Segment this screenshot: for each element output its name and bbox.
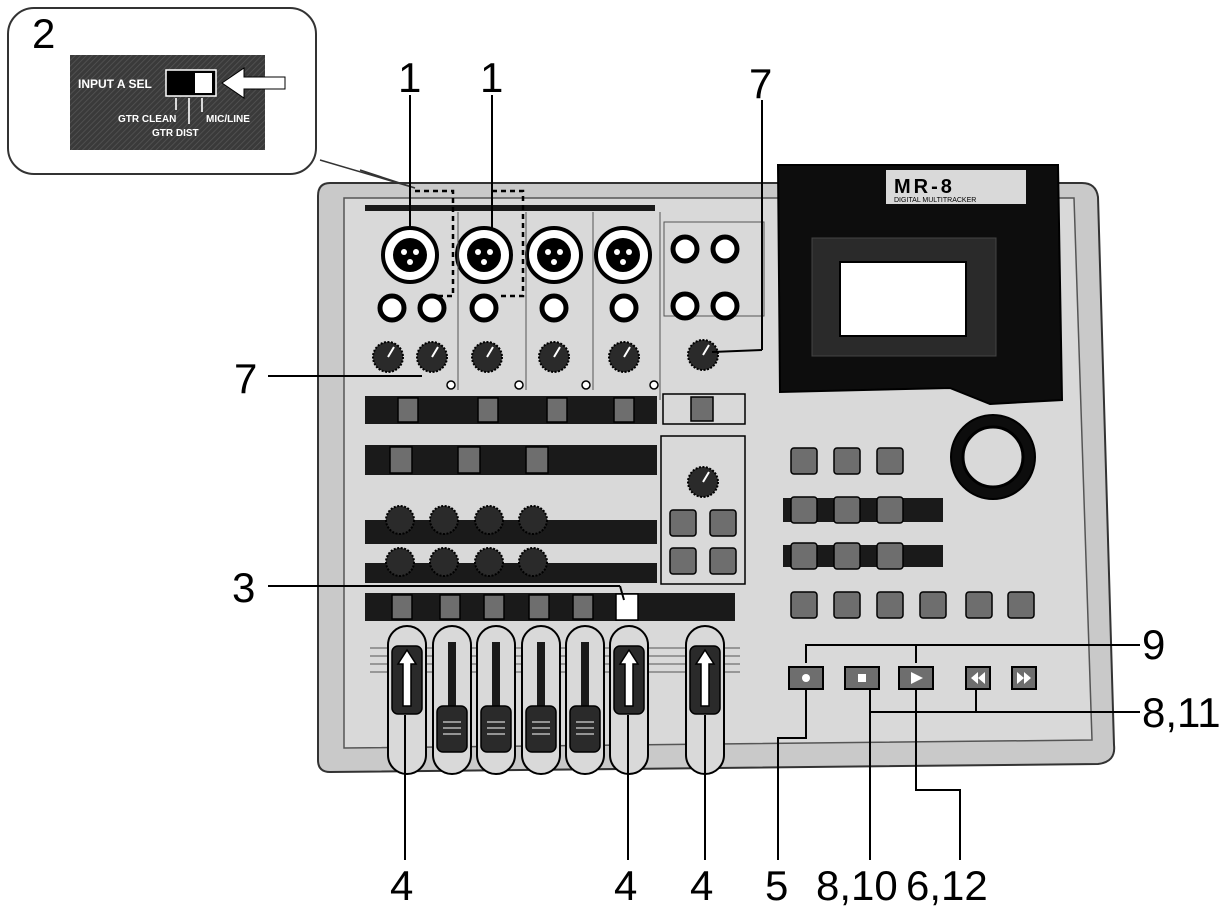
xlr-input-jacks[interactable] [381, 226, 652, 284]
callout-4-left: 4 [390, 862, 413, 909]
input-header-strip [365, 205, 655, 211]
brand-subtitle: DIGITAL MULTITRACKER [894, 197, 976, 204]
effect-select-strip [365, 445, 657, 475]
inset-option-gtr-clean: GTR CLEAN [118, 114, 176, 125]
inset-option-mic-line: MIC/LINE [206, 114, 250, 125]
pan-knobs[interactable] [385, 547, 548, 577]
switch-position-markers [175, 98, 203, 124]
jog-dial[interactable] [950, 414, 1036, 500]
inset-option-gtr-dist: GTR DIST [152, 128, 199, 139]
callout-8-11: 8,11 [1142, 689, 1221, 736]
inset-pointer [319, 159, 416, 189]
callout-1-right: 1 [480, 54, 503, 101]
callout-7-top: 7 [749, 60, 772, 107]
effect-buttons[interactable] [669, 509, 737, 575]
callout-5: 5 [765, 862, 788, 909]
leader-lines [268, 95, 1140, 860]
channel-onoff-buttons[interactable] [397, 397, 635, 423]
inset-switch-title: INPUT A SEL [78, 77, 152, 91]
inset-number: 2 [32, 10, 55, 57]
locate-buttons[interactable] [790, 542, 904, 570]
peak-leds [446, 380, 659, 390]
callout-1-left: 1 [398, 54, 421, 101]
play-button[interactable] [898, 666, 934, 690]
record-mode-buttons[interactable] [790, 496, 904, 524]
lcd-screen [839, 261, 967, 337]
brand-band [886, 170, 1026, 204]
rec-select-strip [365, 593, 735, 621]
utility-buttons[interactable] [790, 591, 1035, 619]
fader-up-arrows [396, 648, 716, 707]
rec-select-buttons[interactable] [391, 594, 594, 620]
callout-1-dashed-box-a [415, 189, 455, 298]
fader-knob-grips [443, 721, 594, 735]
function-buttons[interactable] [790, 447, 904, 475]
callout-7-left: 7 [234, 355, 257, 402]
line-insert-jacks[interactable] [377, 293, 639, 323]
fast-forward-button[interactable] [1011, 666, 1037, 690]
callout-9: 9 [1142, 621, 1165, 668]
record-button[interactable] [788, 666, 824, 690]
knob-pointers [387, 344, 710, 358]
callout-8-10: 8,10 [816, 862, 898, 909]
callout-6-12: 6,12 [906, 862, 988, 909]
effect-knob[interactable] [687, 466, 719, 498]
xlr-pin-dots [401, 249, 632, 265]
stop-button[interactable] [844, 666, 880, 690]
rec-select-button-highlighted[interactable] [615, 593, 639, 621]
input-a-sel-switch[interactable] [165, 69, 217, 97]
effect-select-buttons[interactable] [389, 446, 549, 474]
effect-send-knobs[interactable] [385, 505, 548, 535]
rewind-button[interactable] [965, 666, 991, 690]
phones-jacks[interactable] [670, 291, 740, 321]
brand-logo: MR-8 [894, 176, 955, 198]
callout-4-right: 4 [690, 862, 713, 909]
callout-3: 3 [232, 564, 255, 611]
bass-button[interactable] [690, 396, 714, 422]
channel-dividers [457, 212, 661, 400]
stereo-out-jacks[interactable] [670, 234, 740, 264]
fader-tracks [448, 642, 589, 742]
callout-4-mid: 4 [614, 862, 637, 909]
arrow-left-icon [221, 67, 286, 99]
callout-1-dashed-box-b [492, 189, 525, 298]
